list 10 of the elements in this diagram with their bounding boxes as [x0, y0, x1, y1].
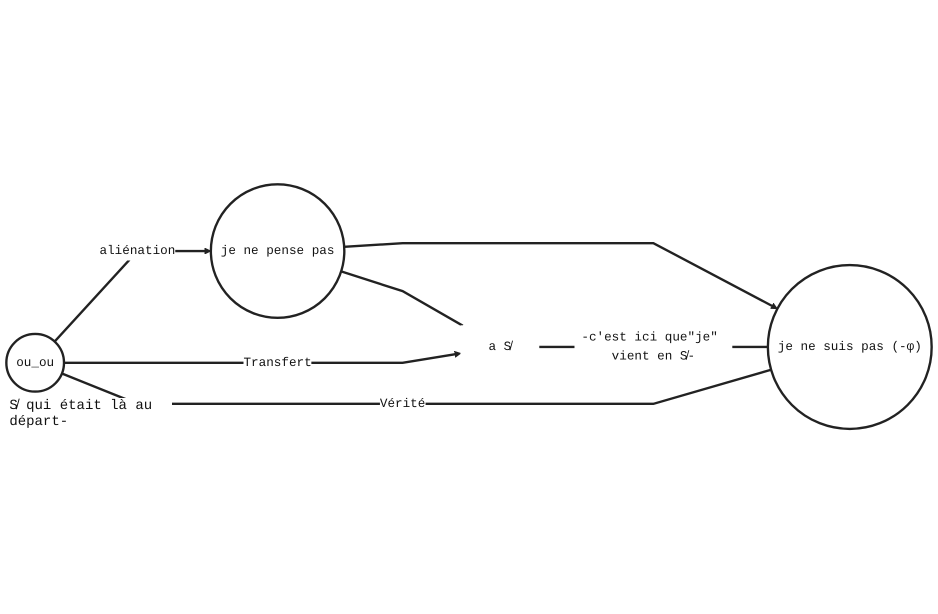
edge-label: Vérité: [380, 397, 426, 412]
node-text: a S̸: [488, 340, 512, 354]
edge-label: -c'est ici que"je" vient en S̸-: [581, 330, 718, 364]
node-circle: je ne suis pas (-φ): [766, 264, 933, 430]
edge-label: aliénation: [100, 244, 176, 259]
connector: [340, 270, 464, 328]
node-circle: je ne pense pas: [210, 184, 346, 320]
node-circle: ou_ou: [5, 333, 66, 394]
edge-label: Transfert: [243, 356, 312, 370]
arrow: [344, 242, 778, 310]
